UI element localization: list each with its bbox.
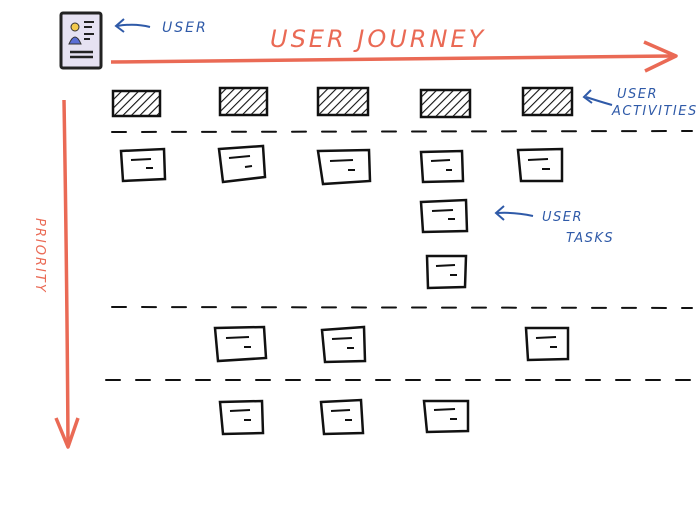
task-card xyxy=(316,148,372,186)
user-tasks-annotation: USER TASKS xyxy=(494,205,614,246)
task-card xyxy=(320,325,367,364)
activity-card xyxy=(218,86,269,117)
activity-card xyxy=(521,86,574,117)
user-tasks-label-line1: USER xyxy=(542,210,583,225)
release-separator xyxy=(111,130,693,133)
task-card xyxy=(217,144,267,184)
task-card xyxy=(119,147,167,183)
user-activities-annotation: USER ACTIVITIES xyxy=(582,87,698,119)
user-activities-label-line1: USER xyxy=(617,87,658,102)
release-separator xyxy=(111,306,693,309)
user-persona-card-icon xyxy=(59,11,103,70)
task-card xyxy=(516,147,564,183)
activities-row xyxy=(111,86,574,119)
task-card xyxy=(419,149,465,184)
activity-card xyxy=(316,86,370,117)
task-card xyxy=(422,399,470,434)
task-card xyxy=(425,254,468,290)
priority-label: PRIORITY xyxy=(32,218,47,294)
release-separators xyxy=(105,130,693,381)
user-annotation: USER xyxy=(114,18,208,36)
priority-arrow: PRIORITY xyxy=(32,99,80,449)
user-tasks-label-line2: TASKS xyxy=(566,231,614,246)
user-label: USER xyxy=(162,20,208,36)
activity-card xyxy=(419,88,472,119)
task-card xyxy=(218,399,265,436)
user-journey-label: USER JOURNEY xyxy=(270,25,486,53)
task-cards xyxy=(119,144,570,436)
task-card xyxy=(319,398,365,436)
activity-card xyxy=(111,89,162,118)
task-card xyxy=(524,326,570,362)
user-activities-label-line2: ACTIVITIES xyxy=(611,104,698,119)
user-journey-arrow: USER JOURNEY xyxy=(110,25,678,73)
task-card xyxy=(213,325,268,363)
task-card xyxy=(419,198,469,234)
